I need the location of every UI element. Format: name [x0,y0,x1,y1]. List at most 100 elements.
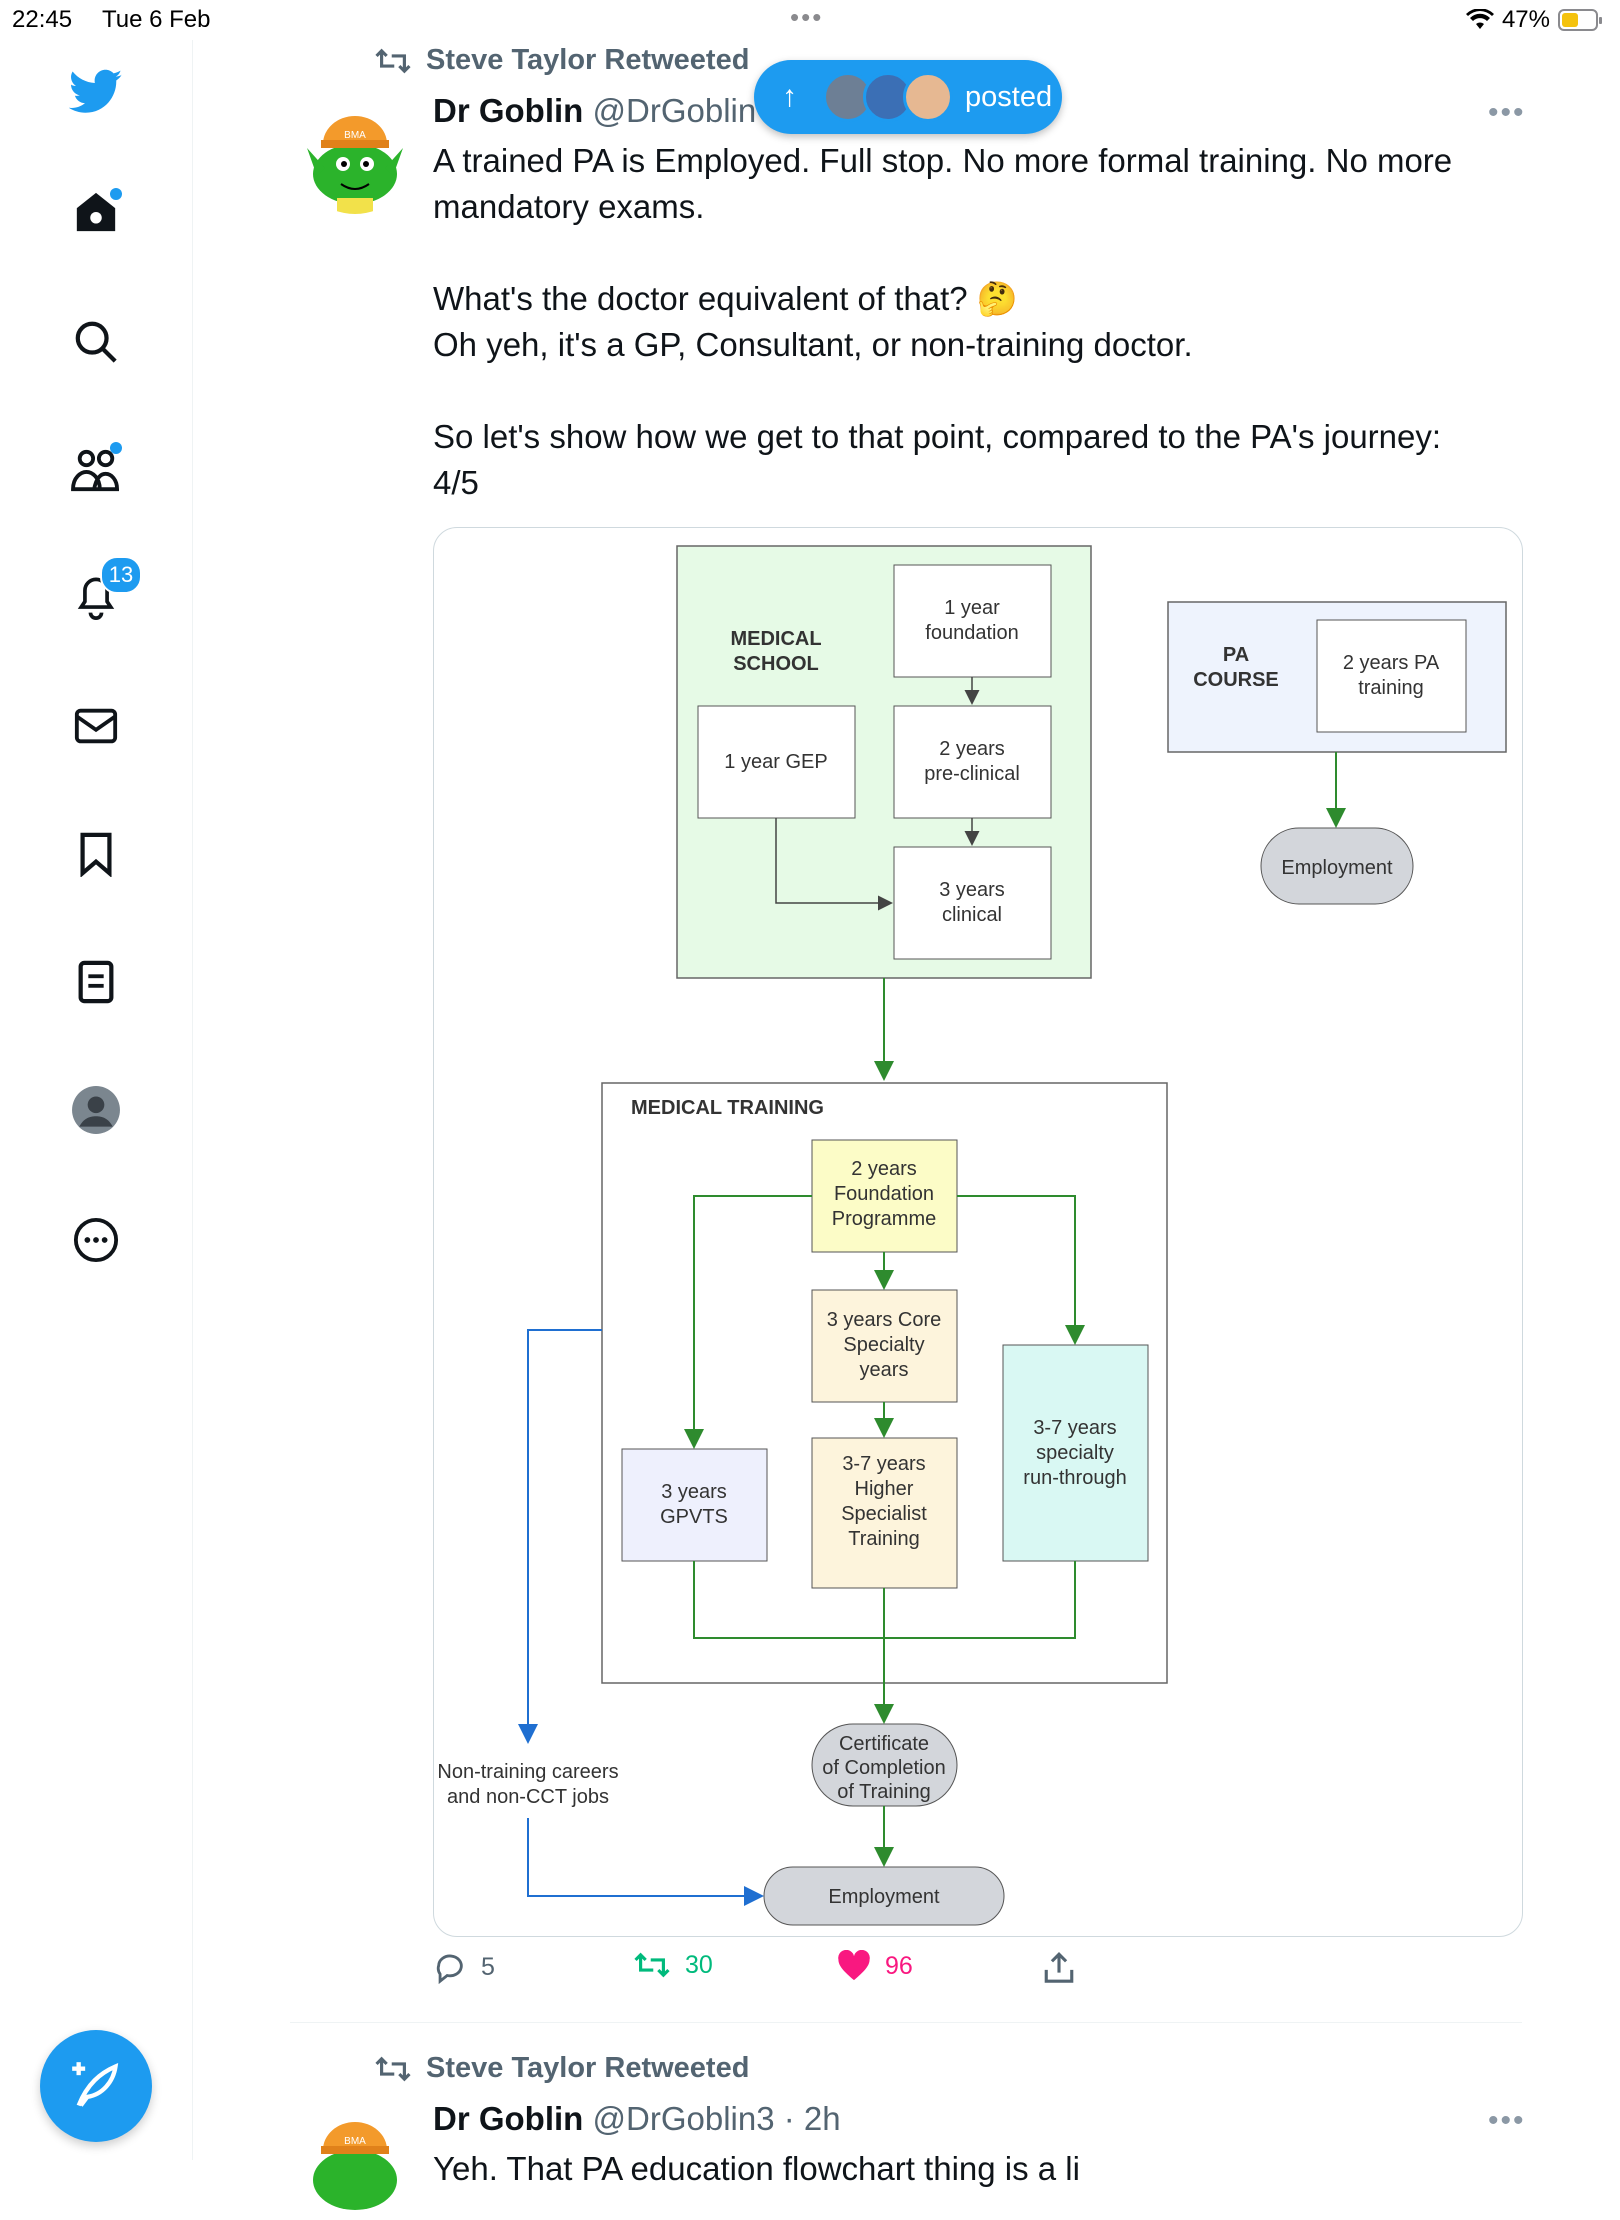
author-handle-2[interactable]: @DrGoblin3 [592,2100,775,2137]
battery-percent: 47% [1501,6,1550,33]
profile-avatar-icon[interactable] [66,1080,126,1140]
retweet-count: 30 [685,1950,713,1979]
home-icon[interactable] [66,182,126,242]
tweet-more-icon[interactable]: ••• [1488,96,1526,129]
tweet-text-2: Yeh. That PA education flowchart thing i… [433,2150,1080,2187]
tweet-time-2[interactable]: · 2h [783,2100,841,2137]
arrow-gep-clinical [775,818,893,911]
arrow-nontraining-employment [527,1818,764,1906]
twitter-logo-icon[interactable] [66,62,126,122]
gpvts-line1: 3 years [661,1481,727,1503]
training-flowchart: MEDICAL SCHOOL 1 year foundation 1 year … [437,545,1507,1926]
status-time: 22:45 [12,6,73,33]
posted-label: posted [965,80,1053,113]
status-date: Tue 6 Feb [102,6,211,33]
gep-label: 1 year GEP [724,751,827,773]
tweet-image-card[interactable]: MEDICAL SCHOOL 1 year foundation 1 year … [433,527,1523,1937]
author-avatar[interactable]: BMA [297,98,413,214]
tweet-actions: 5 30 96 [433,1950,1533,2000]
reply-button[interactable]: 5 [433,1950,495,1984]
clinical-box [893,846,1052,960]
pa-training-box [1316,619,1467,733]
arrow-nontraining-out [518,1329,602,1744]
retweet-button[interactable]: 30 [633,1950,713,1980]
retweet-context[interactable]: Steve Taylor Retweeted [374,44,749,77]
multitask-dots-icon[interactable]: ••• [790,2,824,32]
gep-box [697,705,856,819]
medical-training-label: MEDICAL TRAINING [631,1097,824,1119]
compose-tweet-button[interactable] [40,2030,152,2142]
retweeted-by-label-2: Steve Taylor Retweeted [426,2052,750,2084]
compose-feather-icon [72,2062,119,2107]
mini-avatar [903,72,953,122]
new-posts-pill[interactable]: ↑ posted [754,60,1062,134]
retweet-icon [375,48,411,73]
arrow-up-icon: ↑ [782,80,797,113]
more-options-icon[interactable] [66,1210,126,1270]
messages-mail-icon[interactable] [66,696,126,756]
higher-specialist-box [811,1437,958,1589]
author-line-2[interactable]: Dr Goblin @DrGoblin3 · 2h [433,2100,841,2138]
battery-icon [1558,9,1602,31]
tweet-divider [290,2022,1522,2023]
status-right: 47% [1465,6,1602,34]
pa-employment-node [1260,827,1414,905]
medical-school-label-1: MEDICAL [730,628,821,650]
communities-dot-badge [110,442,122,454]
hst-line2: Higher [855,1478,914,1500]
cct-line2: of Completion [822,1757,945,1779]
search-icon[interactable] [66,312,126,372]
cct-line1: Certificate [839,1733,929,1755]
nontraining-line1: Non-training careers [437,1761,618,1783]
notifications-count-badge: 13 [100,556,142,594]
final-employment-node [763,1866,1005,1926]
sidebar: 13 [0,40,193,2160]
foundation-1yr-line1: 1 year [944,597,1000,619]
cct-line3: of Training [837,1781,930,1803]
posted-avatars [823,72,953,122]
bookmarks-icon[interactable] [66,824,126,884]
nontraining-line2: and non-CCT jobs [447,1786,609,1808]
gpvts-box [621,1448,768,1562]
runthrough-line1: 3-7 years [1033,1417,1116,1439]
foundation-1yr-line2: foundation [925,622,1018,644]
core-specialty-box [811,1289,958,1403]
pa-training-line1: 2 years PA [1343,652,1440,674]
author-avatar-2[interactable]: BMA [297,2104,413,2220]
reply-icon [436,1954,463,1984]
communities-icon[interactable] [66,440,126,500]
fp-line3: Programme [832,1208,936,1230]
runthrough-line3: run-through [1023,1467,1126,1489]
arrow-fp-runthrough [957,1195,1085,1345]
author-name[interactable]: Dr Goblin [433,92,584,129]
like-count: 96 [885,1951,913,1980]
pa-employment-label: Employment [1281,857,1393,879]
wifi-icon [1465,9,1494,29]
like-button[interactable]: 96 [837,1950,913,1982]
lists-icon[interactable] [66,952,126,1012]
tweet-more-icon-2[interactable]: ••• [1488,2104,1526,2137]
hst-line3: Specialist [841,1503,927,1525]
heart-filled-icon [838,1950,870,1981]
pa-course-label-1: PA [1223,644,1249,666]
foundation-programme-box [811,1139,958,1253]
author-line[interactable]: Dr Goblin @DrGoblin [433,92,756,130]
foundation-1yr-box [893,564,1052,678]
share-button[interactable] [1043,1950,1075,1984]
hst-line1: 3-7 years [842,1453,925,1475]
medical-school-label-2: SCHOOL [733,653,819,675]
fp-line1: 2 years [851,1158,917,1180]
svg-text:BMA: BMA [344,130,366,141]
retweet-context-2[interactable]: Steve Taylor Retweeted [374,2052,749,2085]
clinical-line2: clinical [942,904,1002,926]
retweet-icon [375,2056,411,2081]
author-name-2[interactable]: Dr Goblin [433,2100,584,2137]
svg-text:BMA: BMA [344,2136,366,2147]
preclinical-line2: pre-clinical [924,763,1020,785]
author-handle[interactable]: @DrGoblin [592,92,757,129]
status-bar: 22:45 Tue 6 Feb ••• 47% [0,0,1620,40]
final-employment-label: Employment [828,1886,940,1908]
pa-training-line2: training [1358,677,1424,699]
reply-count: 5 [481,1952,495,1981]
notifications-bell-icon[interactable]: 13 [66,556,142,626]
